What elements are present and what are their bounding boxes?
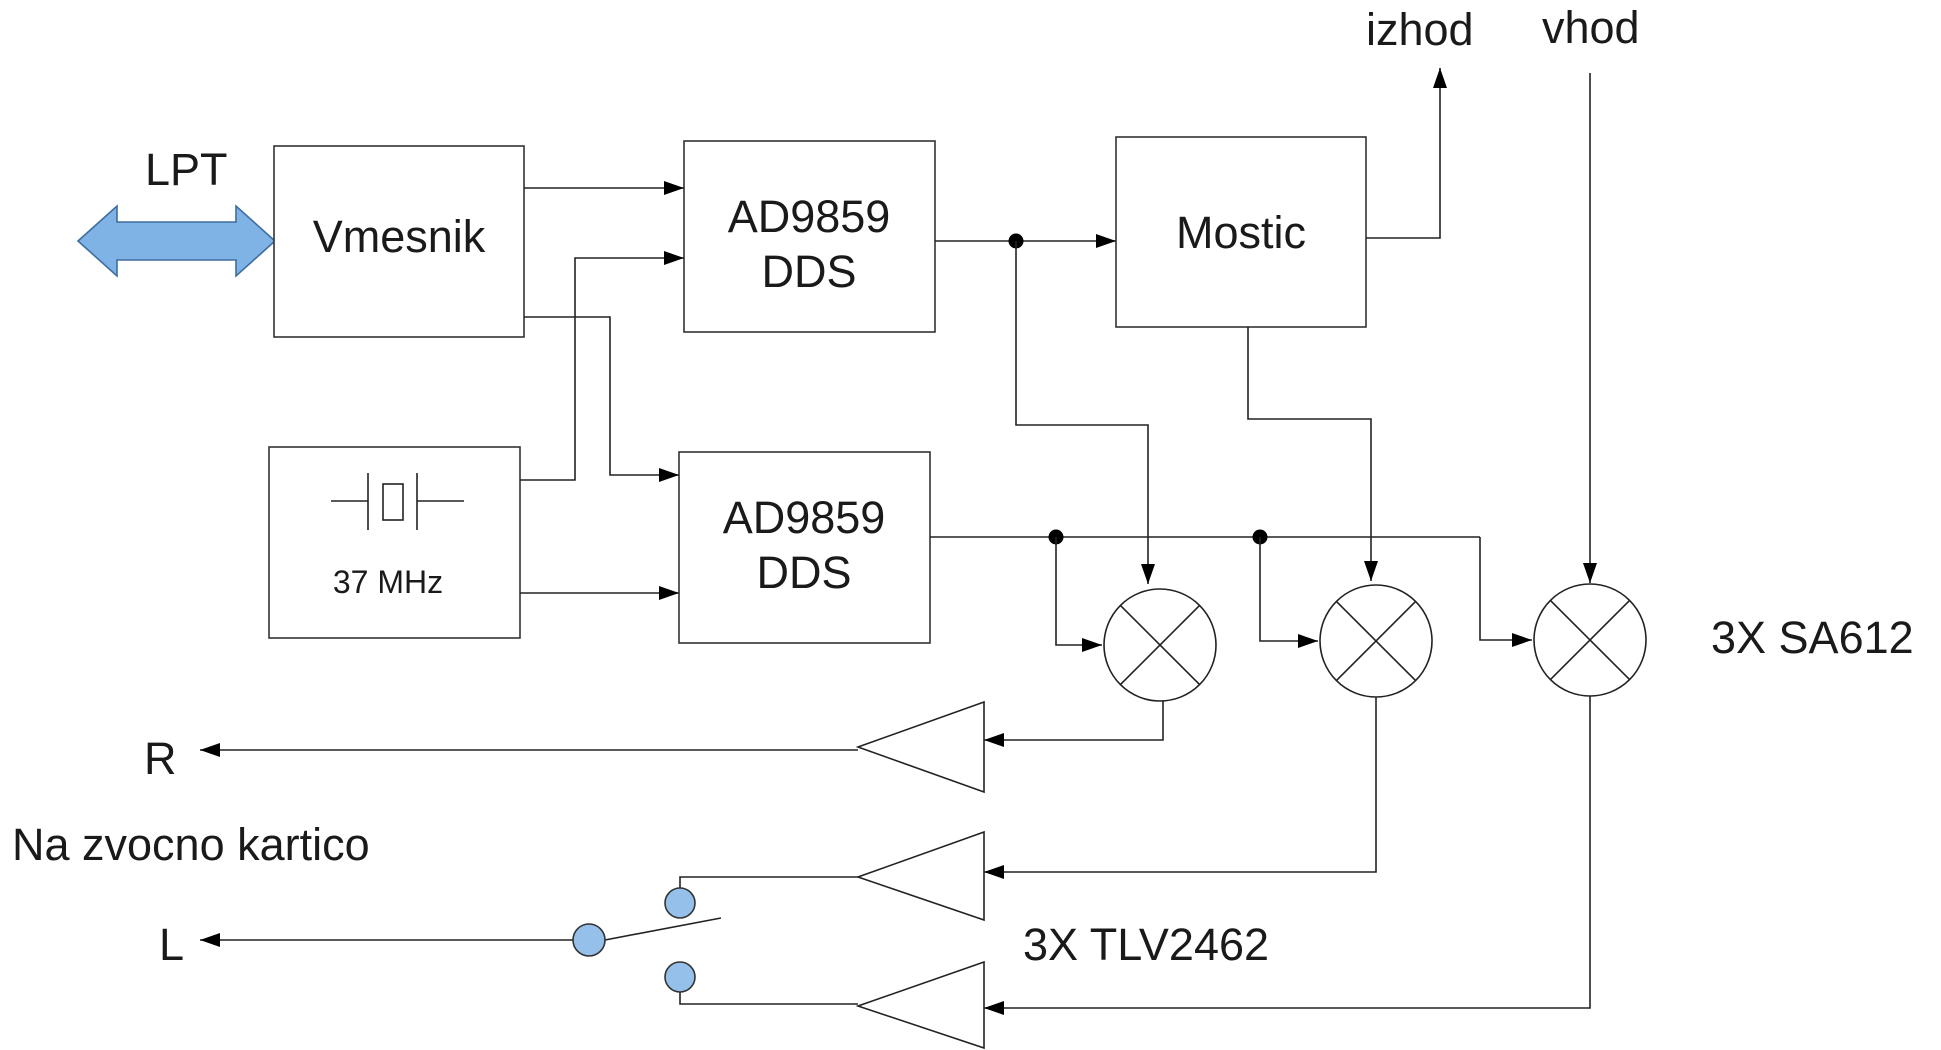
mostic-block: Mostic <box>1115 136 1367 328</box>
crystal-frequency-label: 37 MHz <box>333 564 443 600</box>
mixers-note: 3X SA612 <box>1711 612 1914 663</box>
amplifier-3 <box>855 960 985 1050</box>
amplifiers-note: 3X TLV2462 <box>1023 919 1269 970</box>
mixer-2 <box>1319 584 1433 698</box>
sound-card-label: Na zvocno kartico <box>12 819 370 870</box>
switch-pivot <box>572 923 606 957</box>
dds1-label-line1: AD9859 <box>728 191 891 242</box>
mixer-output-wires <box>984 696 1591 1015</box>
dds2-output-bus <box>930 529 1532 652</box>
dds2-label-line1: AD9859 <box>723 492 886 543</box>
vmesnik-block: Vmesnik <box>273 145 525 338</box>
vmesnik-label: Vmesnik <box>313 211 486 262</box>
control-wires <box>520 181 684 600</box>
mixer-1 <box>1103 588 1217 702</box>
crystal-icon <box>331 473 464 530</box>
mostic-output-wires <box>1247 68 1447 581</box>
dds1-block: AD9859 DDS <box>683 140 936 333</box>
l-label: L <box>159 919 184 970</box>
lpt-double-arrow-icon <box>76 204 277 278</box>
amplifier-r <box>855 700 985 794</box>
izhod-label: izhod <box>1366 4 1474 55</box>
dds2-block: AD9859 DDS <box>678 451 931 644</box>
switch-contact-lower <box>664 961 696 993</box>
switch-contact-upper <box>664 887 696 919</box>
mostic-label: Mostic <box>1176 207 1306 258</box>
dds2-label-line2: DDS <box>756 547 851 598</box>
r-label: R <box>144 733 177 784</box>
lpt-label: LPT <box>145 144 228 195</box>
dds1-label-line2: DDS <box>761 246 856 297</box>
vhod-label: vhod <box>1542 2 1640 53</box>
dds1-output-wires <box>935 233 1155 584</box>
mixer-3 <box>1533 583 1647 697</box>
amplifier-l <box>855 830 985 922</box>
selector-switch <box>572 876 858 1005</box>
crystal-oscillator-block: 37 MHz <box>268 446 521 639</box>
